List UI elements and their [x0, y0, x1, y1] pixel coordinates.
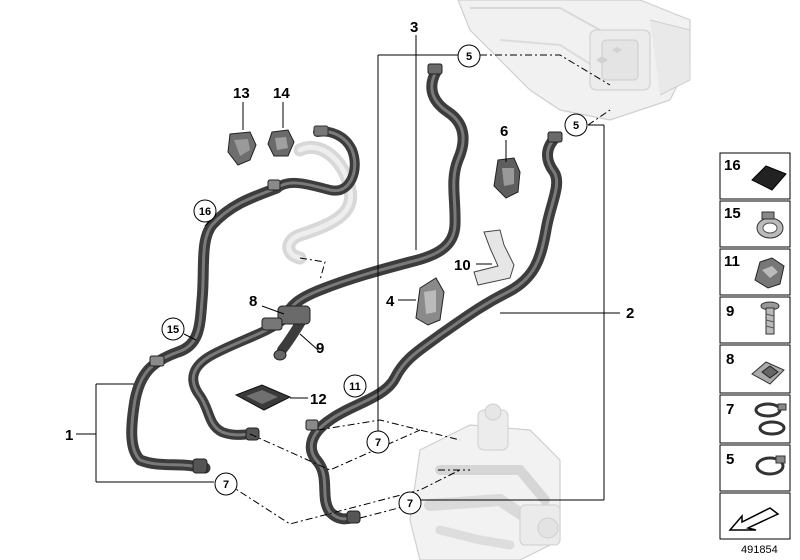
- pump-valve-ghost: [409, 403, 561, 560]
- callout-8: 8: [249, 293, 257, 310]
- callout-2: 2: [626, 305, 634, 322]
- svg-text:15: 15: [167, 324, 179, 336]
- svg-text:5: 5: [573, 120, 579, 132]
- circled-callout-7-bottom: 7: [398, 491, 422, 515]
- callout-12: 12: [310, 391, 327, 408]
- heater-unit-ghost: [457, 0, 691, 121]
- legend-item-5[interactable]: 5: [719, 444, 791, 492]
- svg-text:15: 15: [724, 205, 741, 222]
- legend-item-7[interactable]: 7: [719, 394, 791, 444]
- circled-callout-5-top: 5: [457, 44, 481, 68]
- bracket-4: [415, 277, 445, 326]
- callout-numbers: 1 2 3 4 6 8 9 10 12 13 14: [65, 19, 634, 444]
- svg-text:16: 16: [724, 157, 741, 174]
- svg-text:7: 7: [726, 401, 734, 418]
- circled-callout-11: 11: [343, 374, 367, 398]
- direction-arrow-icon: [728, 507, 780, 531]
- hose-1: [126, 182, 283, 474]
- svg-text:11: 11: [724, 253, 740, 270]
- svg-text:8: 8: [726, 351, 734, 368]
- clamp-ring-icon: [756, 211, 784, 239]
- callout-1: 1: [65, 427, 73, 444]
- circled-callout-5-right: 5: [564, 113, 588, 137]
- hose-16-segment: [272, 125, 360, 196]
- callout-6: 6: [500, 123, 508, 140]
- legend-item-15[interactable]: 15: [719, 200, 791, 248]
- circled-callout-7-left: 7: [214, 472, 238, 496]
- callout-13: 13: [233, 85, 250, 102]
- svg-text:11: 11: [349, 381, 361, 393]
- screw-icon: [760, 301, 780, 335]
- svg-text:7: 7: [407, 498, 413, 510]
- parts-legend: 16 15 11 9: [719, 152, 791, 540]
- legend-item-11[interactable]: 11: [719, 248, 791, 296]
- bracket-10: [473, 229, 515, 286]
- svg-text:7: 7: [375, 437, 381, 449]
- legend-arrow-box: [719, 492, 791, 540]
- legend-item-9[interactable]: 9: [719, 296, 791, 344]
- connection-lines: [227, 54, 611, 525]
- svg-text:5: 5: [466, 51, 472, 63]
- legend-item-16[interactable]: 16: [719, 152, 791, 200]
- circled-callout-16: 16: [193, 199, 217, 223]
- svg-text:9: 9: [726, 303, 734, 320]
- callout-3: 3: [410, 19, 418, 36]
- hose-11-segment: [188, 313, 290, 441]
- hose-3: [279, 64, 469, 324]
- clamp-13: [227, 131, 257, 166]
- foam-pad-icon: [751, 165, 787, 191]
- hose-clamp-rings: [149, 63, 563, 431]
- circled-callouts: 5 5 16 15 11 7 7 7: [161, 44, 588, 515]
- svg-text:16: 16: [199, 206, 211, 218]
- callout-9: 9: [316, 340, 324, 357]
- leader-lines: [76, 35, 620, 501]
- pad-12: [234, 384, 292, 411]
- circled-callout-7-center: 7: [366, 430, 390, 454]
- callout-4: 4: [386, 293, 395, 310]
- nut-clip-icon: [751, 361, 785, 385]
- svg-text:5: 5: [726, 451, 734, 468]
- callout-10: 10: [454, 257, 471, 274]
- document-id: 491854: [741, 544, 778, 556]
- legend-item-8[interactable]: 8: [719, 344, 791, 394]
- circled-callout-15: 15: [161, 317, 185, 341]
- hose-clamp-icon: [755, 455, 786, 476]
- hose-2: [305, 131, 563, 525]
- hose-clamp-double-icon: [754, 402, 787, 436]
- holder-clip-icon: [754, 257, 785, 289]
- junction-8-9: [261, 305, 311, 331]
- svg-text:7: 7: [223, 479, 229, 491]
- ghost-hose: [282, 140, 358, 265]
- callout-14: 14: [273, 85, 290, 102]
- clamp-6: [493, 157, 521, 199]
- clamp-14: [267, 129, 295, 157]
